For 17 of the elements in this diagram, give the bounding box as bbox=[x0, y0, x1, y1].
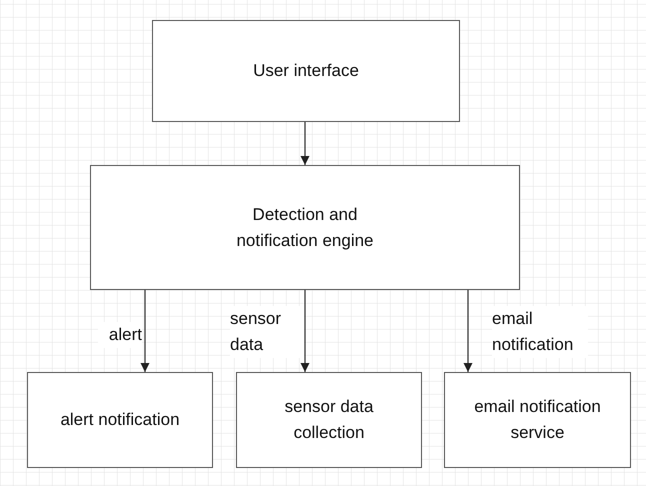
arrow bbox=[300, 290, 310, 372]
box-label: sensor data collection bbox=[284, 396, 374, 444]
arrow bbox=[140, 290, 150, 372]
arrow bbox=[300, 122, 310, 165]
process-box bbox=[236, 372, 422, 468]
edge-label: alert bbox=[98, 322, 142, 348]
process-box bbox=[444, 372, 631, 468]
process-box bbox=[90, 165, 520, 290]
edge-label: email notification bbox=[492, 306, 588, 358]
edge-label: sensor data bbox=[230, 306, 304, 358]
box-label: email notification service bbox=[473, 396, 602, 444]
box-label: User interface bbox=[253, 60, 359, 82]
box-label: alert notification bbox=[60, 409, 180, 431]
process-box bbox=[152, 20, 460, 122]
arrow bbox=[464, 290, 472, 372]
process-box bbox=[27, 372, 213, 468]
box-label: Detection and notification engine bbox=[235, 204, 375, 252]
